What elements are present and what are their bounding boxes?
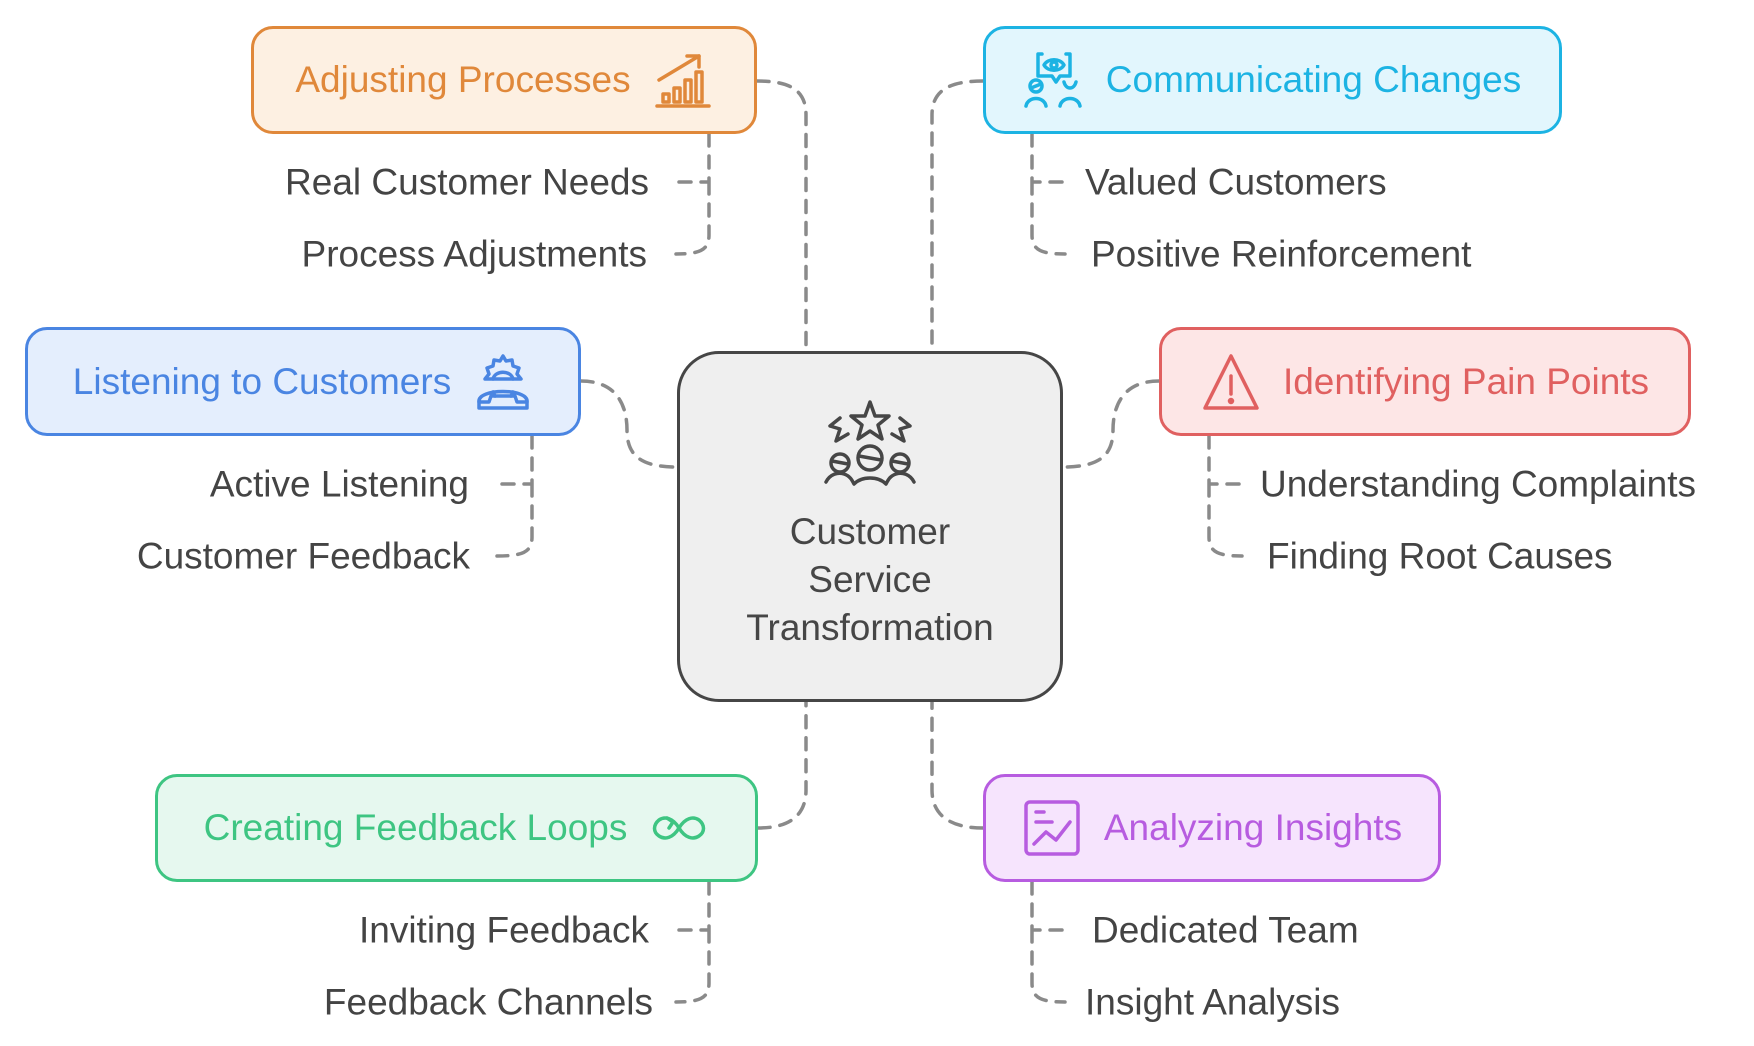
central-title-line: Customer [789, 510, 951, 552]
subitem-process-adjustments: Process Adjustments [301, 233, 647, 275]
subitem-dedicated-team: Dedicated Team [1092, 909, 1359, 951]
central-topic[interactable]: Customer Service Transformation [677, 351, 1063, 702]
subitem-finding-root-causes: Finding Root Causes [1267, 535, 1613, 577]
subitem-inviting-feedback: Inviting Feedback [358, 909, 649, 951]
connector-listening-to-customers [579, 379, 679, 469]
infinity-loop-icon [649, 798, 709, 858]
topic-identifying-pain-points[interactable]: Identifying Pain Points [1159, 327, 1691, 436]
warning-triangle-icon [1201, 352, 1261, 412]
central-title-line: Transformation [746, 606, 994, 648]
topic-analyzing-insights[interactable]: Analyzing Insights [983, 774, 1441, 882]
topic-label: Listening to Customers [72, 360, 452, 402]
subitem-feedback-channels: Feedback Channels [323, 981, 653, 1023]
subitem-real-customer-needs: Real Customer Needs [285, 161, 649, 203]
customer-rating-stars-icon [818, 396, 922, 500]
sub-connector-identifying [1207, 434, 1244, 558]
analytics-chart-icon [1022, 798, 1082, 858]
people-communication-icon [1024, 50, 1084, 110]
topic-creating-feedback-loops[interactable]: Creating Feedback Loops [155, 774, 758, 882]
subitem-understanding-complaints: Understanding Complaints [1260, 463, 1697, 505]
subitem-customer-feedback: Customer Feedback [136, 535, 470, 577]
connector-communicating-changes [930, 79, 985, 353]
connector-creating-feedback-loops [756, 700, 808, 830]
connector-adjusting-processes [755, 79, 808, 353]
subitem-active-listening: Active Listening [209, 463, 469, 505]
sub-connector-communicating [1030, 132, 1067, 256]
sub-connector-listening [495, 434, 534, 558]
topic-listening-to-customers[interactable]: Listening to Customers [25, 327, 581, 436]
topic-adjusting-processes[interactable]: Adjusting Processes [251, 26, 757, 134]
sub-connector-analyzing [1030, 880, 1067, 1004]
subitem-insight-analysis: Insight Analysis [1085, 981, 1341, 1023]
central-topic-title: Customer Service Transformation [720, 508, 1020, 652]
sub-connector-creating [674, 880, 711, 1004]
subitem-positive-reinforcement: Positive Reinforcement [1091, 233, 1472, 275]
topic-label: Identifying Pain Points [1282, 360, 1650, 402]
topic-label: Communicating Changes [1105, 59, 1522, 100]
topic-label: Adjusting Processes [295, 59, 631, 100]
topic-label: Creating Feedback Loops [203, 807, 628, 848]
connector-analyzing-insights [930, 700, 985, 830]
growth-chart-icon [653, 50, 713, 110]
sub-connector-adjusting [674, 132, 711, 256]
central-title-line: Service [808, 558, 932, 600]
customer-support-icon [473, 352, 533, 412]
topic-label: Analyzing Insights [1103, 807, 1403, 848]
topic-communicating-changes[interactable]: Communicating Changes [983, 26, 1562, 134]
connector-identifying-pain-points [1061, 379, 1161, 469]
subitem-valued-customers: Valued Customers [1085, 161, 1387, 203]
